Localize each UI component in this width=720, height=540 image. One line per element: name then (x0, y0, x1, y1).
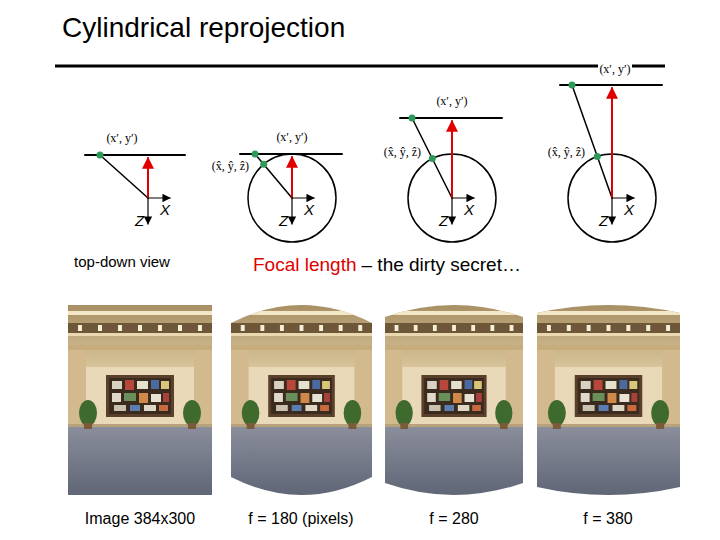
point-label: (x′, y′) (598, 63, 631, 77)
point-label: (x̂, ŷ, ẑ) (383, 146, 422, 160)
photo-warped (231, 305, 372, 495)
projection-diagram (400, 115, 502, 243)
slide-title: Cylindrical reprojection (62, 12, 345, 44)
point-label: (x̂, ŷ, ẑ) (547, 146, 586, 160)
point-label: (x̂, ŷ, ẑ) (211, 160, 250, 174)
axis-label: X (160, 201, 170, 218)
photo-warped (537, 305, 680, 495)
projection-diagram (560, 82, 662, 243)
image-caption: f = 180 (pixels) (248, 510, 353, 528)
projection-diagram (240, 151, 342, 243)
image-caption: f = 380 (583, 510, 632, 528)
axis-label: Z (439, 212, 448, 229)
point-label: (x′, y′) (275, 131, 308, 145)
axis-label: X (464, 201, 474, 218)
photo-warped (385, 305, 523, 495)
point-label: (x′, y′) (435, 95, 468, 109)
axis-label: X (304, 201, 314, 218)
axis-label: Z (279, 212, 288, 229)
caption-text: top-down view (74, 253, 170, 270)
photo-original (68, 305, 212, 495)
title-rule (55, 65, 665, 68)
image-caption: Image 384x300 (85, 510, 195, 528)
highlight-text: Focal length (253, 254, 357, 276)
subtitle-text: – the dirty secret… (362, 254, 521, 276)
point-label: (x′, y′) (105, 132, 138, 146)
axis-label: Z (599, 212, 608, 229)
axis-label: Z (135, 212, 144, 229)
axis-label: X (624, 201, 634, 218)
image-caption: f = 280 (429, 510, 478, 528)
